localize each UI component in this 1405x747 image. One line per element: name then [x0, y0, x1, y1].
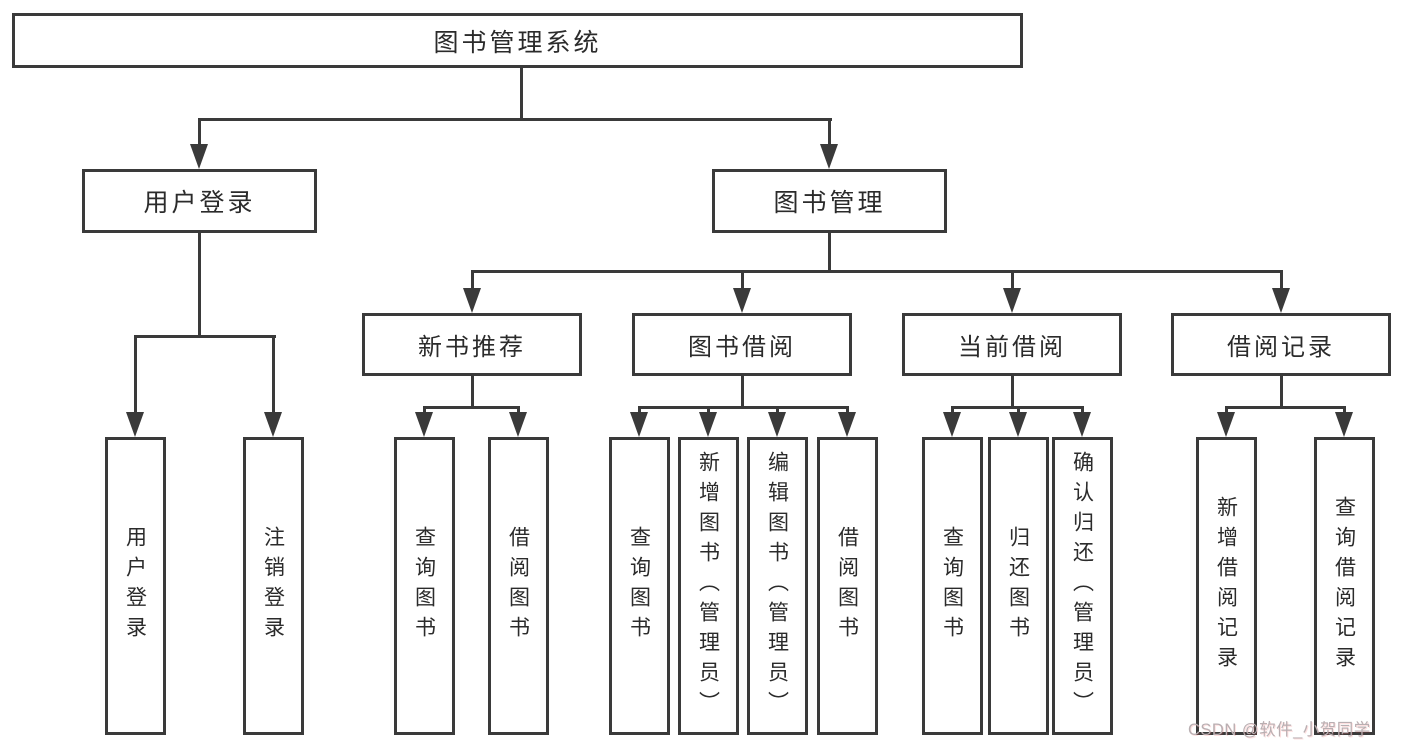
arrow-down-to-new-book — [470, 270, 474, 288]
arrow-down-current-leaf-3 — [1080, 406, 1084, 412]
arrow-down-borrow-leaf-4 — [845, 406, 849, 412]
connector-current-borrow-stem — [1010, 376, 1014, 409]
arrow-down-borrow-leaf-2 — [706, 406, 710, 412]
arrow-down-to-leaf-user-login — [133, 335, 137, 412]
leaf-query-books-borrow: 查询图书 — [608, 437, 670, 735]
node-borrow-record-label: 借阅记录 — [1227, 334, 1335, 361]
leaf-edit-book-admin: 编辑图书（管理员） — [746, 437, 808, 735]
leaf-borrow-books-borrow-label: 借阅图书 — [835, 526, 859, 646]
arrow-down-record-leaf-1 — [1224, 406, 1228, 412]
node-user-login: 用户登录 — [82, 169, 317, 233]
connector-book-management-split — [470, 270, 1283, 273]
connector-borrow-record-split — [1224, 406, 1346, 409]
leaf-query-books-newbook-label: 查询图书 — [412, 526, 436, 646]
leaf-edit-book-admin-label: 编辑图书（管理员） — [765, 451, 789, 721]
connector-book-management-stem — [827, 233, 831, 273]
connector-borrow-record-stem — [1279, 376, 1283, 409]
node-user-login-label: 用户登录 — [143, 189, 256, 217]
arrow-down-to-book-management — [827, 118, 831, 144]
leaf-confirm-return-admin: 确认归还（管理员） — [1051, 437, 1113, 735]
connector-new-book-stem — [470, 376, 474, 409]
arrow-down-to-book-borrow — [740, 270, 744, 288]
arrow-down-to-user-login — [197, 118, 201, 144]
arrow-down-newbook-leaf-2 — [516, 406, 520, 412]
leaf-user-login: 用户登录 — [104, 437, 166, 735]
leaf-query-books-borrow-label: 查询图书 — [627, 526, 651, 646]
leaf-return-books-label: 归还图书 — [1006, 526, 1030, 646]
node-book-management: 图书管理 — [712, 169, 947, 233]
arrow-down-to-borrow-record — [1279, 270, 1283, 288]
node-current-borrow-label: 当前借阅 — [958, 334, 1066, 361]
arrow-down-borrow-leaf-1 — [637, 406, 641, 412]
node-root-label: 图书管理系统 — [433, 28, 602, 57]
connector-new-book-split — [422, 406, 520, 409]
node-book-management-label: 图书管理 — [773, 189, 886, 217]
leaf-add-borrow-record-label: 新增借阅记录 — [1214, 496, 1238, 676]
node-current-borrow: 当前借阅 — [902, 313, 1122, 376]
connector-user-login-split — [133, 335, 276, 338]
leaf-query-books-newbook: 查询图书 — [393, 437, 455, 735]
node-root-system: 图书管理系统 — [12, 13, 1023, 68]
arrow-down-borrow-leaf-3 — [775, 406, 779, 412]
node-new-book-recommend-label: 新书推荐 — [418, 334, 526, 361]
leaf-logout-login-label: 注销登录 — [261, 526, 285, 646]
arrow-down-current-leaf-1 — [950, 406, 954, 412]
leaf-return-books: 归还图书 — [987, 437, 1049, 735]
leaf-add-borrow-record: 新增借阅记录 — [1195, 437, 1257, 735]
csdn-watermark: CSDN @软件_小贺同学 — [1188, 721, 1371, 739]
leaf-query-books-current-label: 查询图书 — [940, 526, 964, 646]
arrow-down-record-leaf-2 — [1342, 406, 1346, 412]
node-new-book-recommend: 新书推荐 — [362, 313, 582, 376]
connector-root-split — [197, 118, 832, 121]
leaf-query-books-current: 查询图书 — [921, 437, 983, 735]
leaf-borrow-books-newbook-label: 借阅图书 — [506, 526, 530, 646]
leaf-add-book-admin: 新增图书（管理员） — [677, 437, 739, 735]
node-borrow-record: 借阅记录 — [1171, 313, 1391, 376]
leaf-query-borrow-record: 查询借阅记录 — [1313, 437, 1375, 735]
leaf-add-book-admin-label: 新增图书（管理员） — [696, 451, 720, 721]
leaf-user-login-label: 用户登录 — [123, 526, 147, 646]
leaf-borrow-books-borrow: 借阅图书 — [816, 437, 878, 735]
connector-book-borrow-split — [637, 406, 849, 409]
arrow-down-current-leaf-2 — [1016, 406, 1020, 412]
leaf-confirm-return-admin-label: 确认归还（管理员） — [1070, 451, 1094, 721]
leaf-query-borrow-record-label: 查询借阅记录 — [1332, 496, 1356, 676]
arrow-down-to-leaf-logout-login — [271, 335, 275, 412]
connector-root-stem — [519, 67, 523, 121]
connector-user-login-stem — [197, 233, 201, 337]
arrow-down-newbook-leaf-1 — [422, 406, 426, 412]
node-book-borrow: 图书借阅 — [632, 313, 852, 376]
leaf-logout-login: 注销登录 — [242, 437, 304, 735]
arrow-down-to-current-borrow — [1010, 270, 1014, 288]
node-book-borrow-label: 图书借阅 — [688, 334, 796, 361]
connector-book-borrow-stem — [740, 376, 744, 409]
leaf-borrow-books-newbook: 借阅图书 — [487, 437, 549, 735]
